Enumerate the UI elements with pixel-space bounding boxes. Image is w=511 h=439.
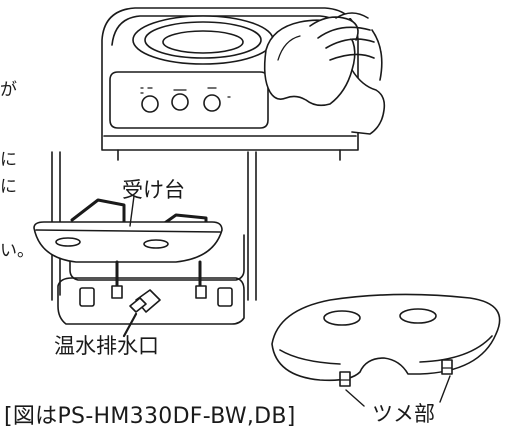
- knob-icon: [203, 94, 221, 112]
- leader-line: [122, 312, 138, 338]
- tray-label: 受け台: [122, 178, 185, 202]
- text-fragment: に: [0, 150, 17, 170]
- hot-water-outlet-label: 温水排水口: [54, 334, 159, 358]
- knob-icon: [171, 93, 189, 111]
- hot-water-outlet-icon: [129, 289, 161, 313]
- leader-line: [129, 195, 135, 227]
- hand-with-cloth-icon: [263, 12, 386, 135]
- figure-caption: [図はPS-HM330DF-BW,DB]: [4, 404, 296, 429]
- knob-icon: [141, 95, 159, 113]
- text-fragment: が: [0, 80, 17, 100]
- claw-label: ツメ部: [372, 402, 435, 426]
- text-fragment: に: [0, 177, 17, 197]
- leader-line: [345, 375, 451, 407]
- removed-tray-drawing: [271, 293, 501, 407]
- dispenser-front-drawing: [33, 151, 257, 338]
- text-fragment: い。: [0, 241, 34, 261]
